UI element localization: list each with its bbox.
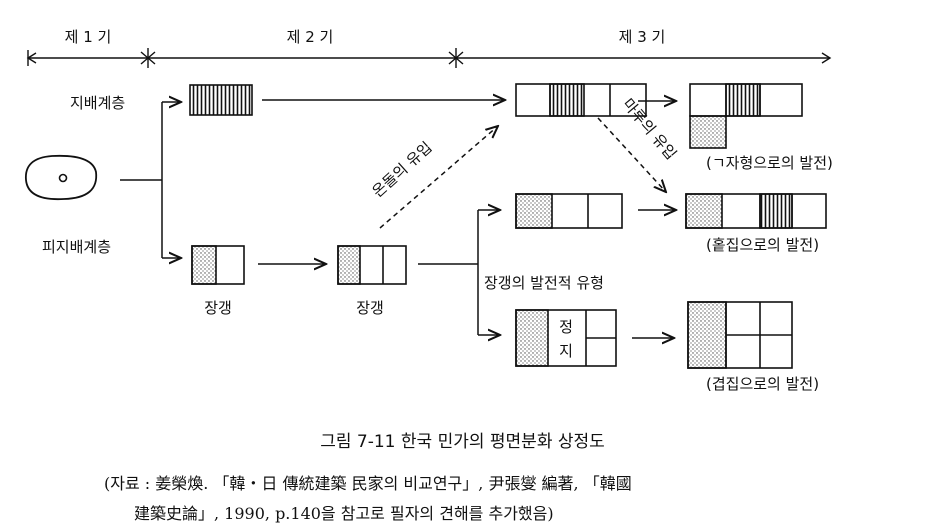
period-1-label: 제 1 기: [65, 28, 112, 46]
figure-source-line-2: 建築史論」, 1990, p.140을 참고로 필자의 견해를 추가했음): [134, 504, 554, 523]
jangkaeng-label-2: 장갱: [356, 299, 384, 317]
giyeok-result-label: (ㄱ자형으로의 발전): [706, 154, 833, 172]
upper-three-room-plan: [515, 83, 647, 117]
lower-two-room-plan-1: [191, 245, 245, 285]
gyeopjip-plan: [687, 301, 793, 369]
period-2-label: 제 2 기: [287, 28, 334, 46]
jangkaeng-label-1: 장갱: [204, 299, 232, 317]
jeongji-label-2: 지: [559, 342, 573, 360]
class-branch-bracket: [161, 102, 181, 258]
lower-three-room-plan-3: [515, 193, 623, 229]
ondol-inflow-label: 온돌의 유입: [369, 138, 436, 201]
period-3-branch: [418, 210, 500, 335]
jeongji-label-1: 정: [559, 318, 573, 336]
heotjip-result-label: (홑집으로의 발전): [706, 236, 819, 254]
upper-striped-room: [189, 84, 253, 116]
lower-three-room-plan-2: [337, 245, 407, 285]
jeongji-plan: [515, 309, 617, 367]
gyeopjip-result-label: (겹집으로의 발전): [706, 375, 819, 393]
jangkaeng-development-label: 장갱의 발전적 유형: [484, 274, 604, 292]
ruling-class-label: 지배계층: [70, 94, 125, 112]
floor-plan-differentiation-diagram: 제 1 기 제 2 기 제 3 기 지배계층 피지배계층 (ㄱ자형으로의 발전)…: [25, 28, 833, 393]
maru-inflow-label: 마루의 유입: [619, 95, 680, 163]
figure-source-line-1: (자료 : 姜榮煥. 「韓・日 傳統建築 民家의 비교연구」, 尹張燮 編著, …: [104, 474, 632, 493]
heotjip-plan: [685, 193, 827, 229]
maru-inflow-arrow: [597, 117, 666, 192]
ondol-inflow-arrow: [379, 126, 498, 229]
period-3-label: 제 3 기: [619, 28, 666, 46]
period-timeline: [26, 48, 832, 68]
figure-caption-title: 그림 7-11 한국 민가의 평면분화 상정도: [320, 432, 605, 452]
ruled-class-label: 피지배계층: [42, 238, 111, 256]
pit-dwelling-origin: [25, 154, 98, 201]
giyeok-plan: [689, 83, 803, 149]
